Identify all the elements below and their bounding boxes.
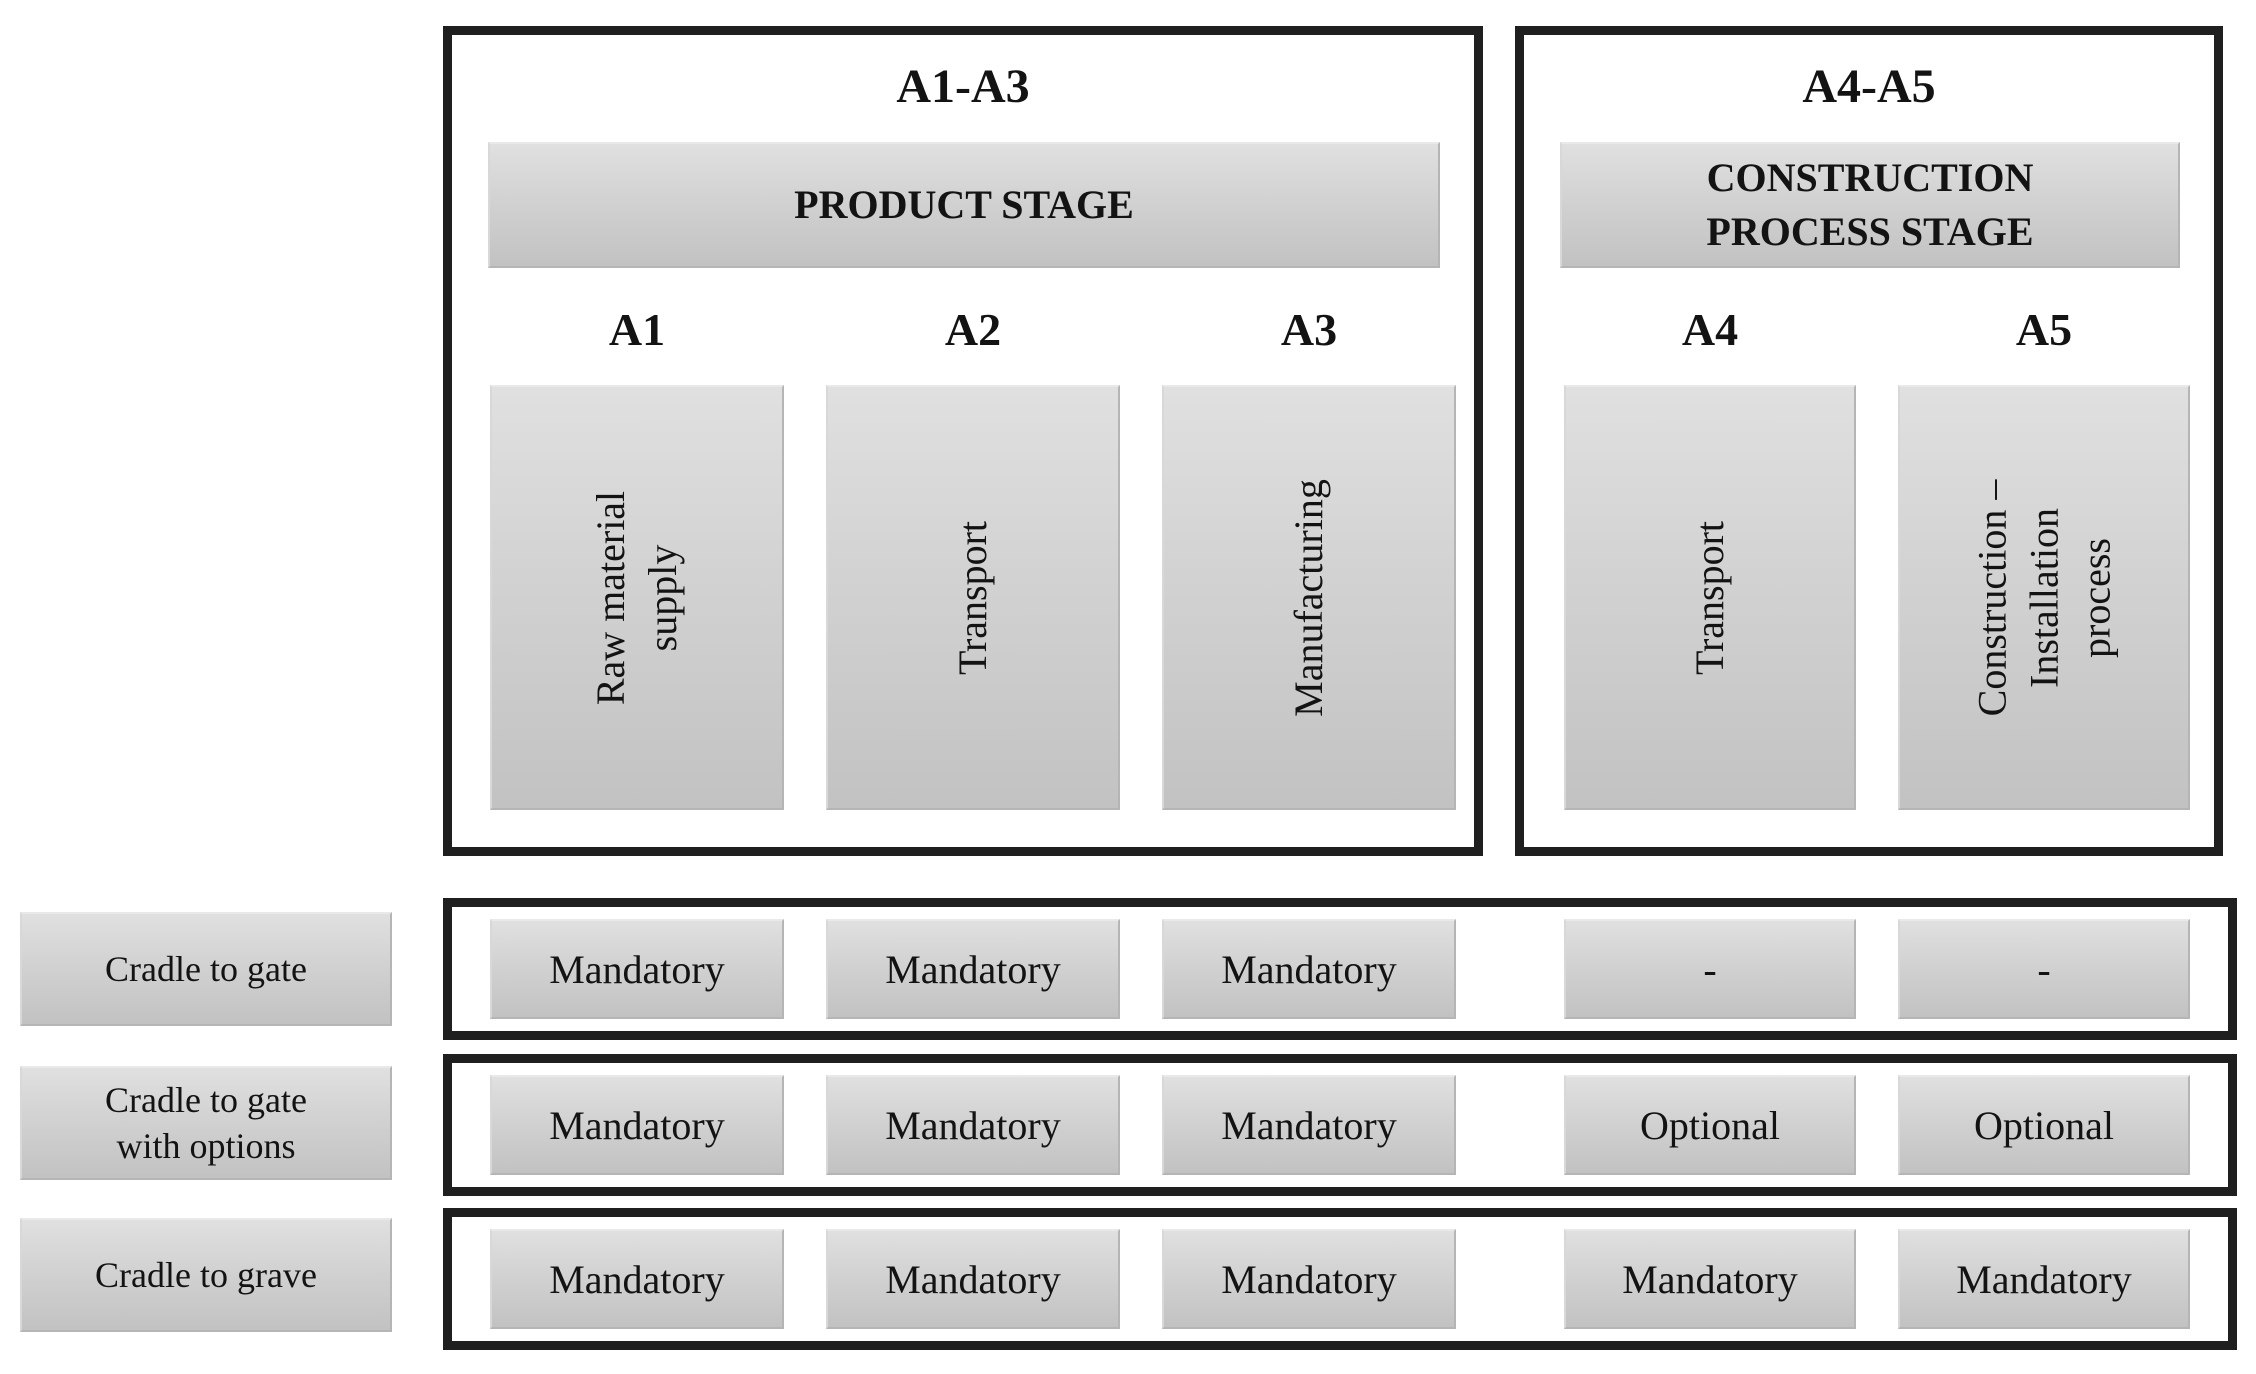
- module-box-a4: Transport: [1564, 385, 1856, 810]
- module-box-a3: Manufacturing: [1162, 385, 1456, 810]
- scope-cell: Mandatory: [826, 1229, 1120, 1329]
- module-name-a5: Construction – Installation process: [1968, 479, 2118, 716]
- product-stage-group-box: A1-A3 PRODUCT STAGE A1 A2 A3 Raw materia…: [443, 26, 1483, 856]
- scope-cell: Mandatory: [826, 919, 1120, 1019]
- module-code-a1: A1: [608, 303, 666, 355]
- scope-cell: -: [1564, 919, 1856, 1019]
- scope-row-cradle-to-gate-with-options: Mandatory Mandatory Mandatory Optional O…: [443, 1054, 2237, 1196]
- module-name-a3: Manufacturing: [1285, 478, 1331, 717]
- product-stage-title-bar: PRODUCT STAGE: [488, 142, 1440, 268]
- scope-cell: Mandatory: [490, 1075, 784, 1175]
- scope-label-cradle-to-gate-with-options: Cradle to gate with options: [20, 1066, 392, 1180]
- scope-row-cradle-to-grave: Mandatory Mandatory Mandatory Mandatory …: [443, 1208, 2237, 1350]
- scope-label-cradle-to-gate: Cradle to gate: [20, 912, 392, 1026]
- scope-cell: Mandatory: [490, 919, 784, 1019]
- module-box-a5: Construction – Installation process: [1898, 385, 2190, 810]
- module-box-a1: Raw material supply: [490, 385, 784, 810]
- scope-cell: Mandatory: [490, 1229, 784, 1329]
- scope-cell: Mandatory: [1162, 919, 1456, 1019]
- module-code-a4: A4: [1681, 303, 1739, 355]
- module-name-a2: Transport: [949, 520, 995, 675]
- scope-cell: Optional: [1898, 1075, 2190, 1175]
- module-code-a5: A5: [2015, 303, 2073, 355]
- group-label-a4-a5: A4-A5: [1802, 59, 1936, 113]
- scope-cell: Optional: [1564, 1075, 1856, 1175]
- module-name-a1: Raw material supply: [587, 490, 685, 705]
- scope-cell: Mandatory: [1162, 1075, 1456, 1175]
- module-code-a3: A3: [1280, 303, 1338, 355]
- module-box-a2: Transport: [826, 385, 1120, 810]
- scope-row-cradle-to-gate: Mandatory Mandatory Mandatory - -: [443, 898, 2237, 1040]
- scope-cell: -: [1898, 919, 2190, 1019]
- scope-cell: Mandatory: [1564, 1229, 1856, 1329]
- module-code-a2: A2: [944, 303, 1002, 355]
- scope-label-cradle-to-grave: Cradle to grave: [20, 1218, 392, 1332]
- construction-stage-group-box: A4-A5 CONSTRUCTION PROCESS STAGE A4 A5 T…: [1515, 26, 2223, 856]
- scope-cell: Mandatory: [826, 1075, 1120, 1175]
- scope-cell: Mandatory: [1162, 1229, 1456, 1329]
- group-label-a1-a3: A1-A3: [896, 59, 1030, 113]
- scope-cell: Mandatory: [1898, 1229, 2190, 1329]
- module-name-a4: Transport: [1686, 520, 1732, 675]
- construction-stage-title-bar: CONSTRUCTION PROCESS STAGE: [1560, 142, 2180, 268]
